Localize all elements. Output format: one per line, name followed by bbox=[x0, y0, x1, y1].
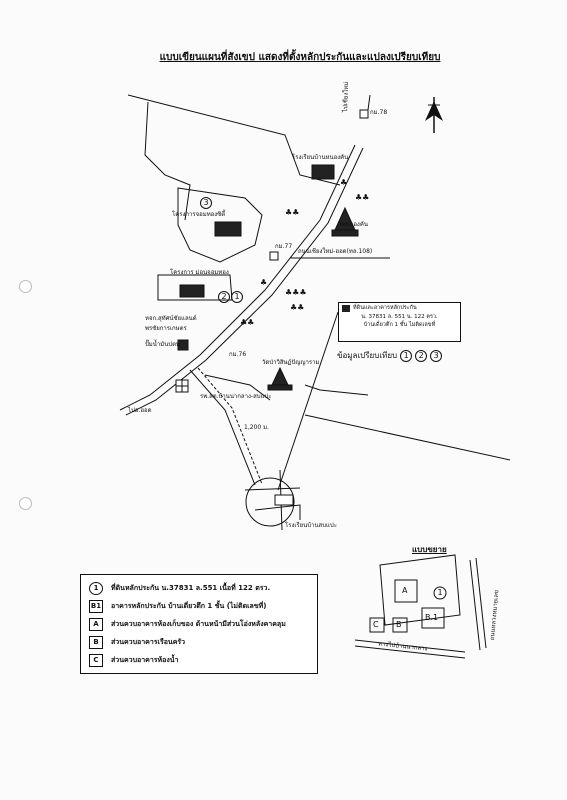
svg-text:♣♣: ♣♣ bbox=[285, 208, 299, 217]
map-legend: 1 ที่ดินหลักประกัน น.37831 ล.551 เนื้อที… bbox=[80, 574, 318, 674]
detail-box-B: B bbox=[396, 620, 402, 629]
legend-text: ส่วนควบอาคารเรือนครัว bbox=[111, 637, 186, 646]
legend-text: ที่ดินหลักประกัน น.37831 ล.551 เนื้อที่ … bbox=[111, 583, 271, 592]
legend-text: ส่วนควบอาคารห้องน้ำ bbox=[111, 655, 179, 664]
detail-road-right bbox=[469, 559, 481, 651]
svg-text:♣: ♣ bbox=[260, 278, 267, 287]
road-label-chiangmai: ไปเชียงใหม่ bbox=[342, 81, 351, 113]
comparison-marker-3: 3 bbox=[430, 350, 443, 362]
school-top-building bbox=[311, 164, 335, 180]
road-left-branch bbox=[144, 101, 191, 221]
school-bottom-building bbox=[274, 494, 294, 506]
detail-box-B1: B.1 bbox=[425, 613, 439, 622]
punch-hole-bottom bbox=[19, 497, 32, 510]
road-south-c bbox=[204, 374, 271, 401]
school-bottom-label: โรงเรียนบ้านสบแปะ bbox=[285, 522, 337, 529]
collateral-callout: ที่ดินและอาคารหลักประกัน น. 37831 ล. 551… bbox=[338, 302, 461, 342]
page-title: แบบเขียนแผนที่สังเขป แสดงที่ตั้งหลักประก… bbox=[159, 52, 441, 63]
km77-label: กม.77 bbox=[275, 243, 293, 250]
building-square-icon bbox=[342, 305, 350, 313]
detail-plot-outline bbox=[379, 554, 461, 626]
legend-symbol: A bbox=[89, 617, 103, 631]
marker-1: 1 bbox=[231, 291, 243, 303]
legend-row: 1 ที่ดินหลักประกัน น.37831 ล.551 เนื้อที… bbox=[89, 579, 309, 597]
detail-box-C: C bbox=[373, 620, 379, 629]
legend-row: C ส่วนควบอาคารห้องน้ำ bbox=[89, 651, 309, 669]
detail-title: แบบขยาย bbox=[412, 545, 447, 554]
legend-text: ส่วนควบอาคารห้องเก็บของ ด้านหน้ามีส่วนโอ… bbox=[111, 619, 286, 628]
road-east bbox=[304, 384, 369, 396]
road-label-hod: ไปอ.ฮอด bbox=[128, 407, 152, 414]
hospital-label: รพ.สต.บ้านนากลาง-สบแปะ bbox=[200, 393, 272, 400]
svg-text:♣: ♣ bbox=[340, 178, 347, 187]
project-mid-building bbox=[179, 284, 205, 298]
legend-row: A ส่วนควบอาคารห้องเก็บของ ด้านหน้ามีส่วน… bbox=[89, 615, 309, 633]
school-top-label: โรงเรียนบ้านหนองคัน bbox=[292, 154, 349, 161]
project-3-building bbox=[214, 221, 242, 237]
km76-label: กม.76 bbox=[229, 351, 247, 358]
marker-2: 2 bbox=[218, 291, 230, 303]
legend-symbol: B bbox=[89, 635, 103, 649]
legend-row: B1 อาคารหลักประกัน บ้านเดี่ยวตึก 1 ชั้น … bbox=[89, 597, 309, 615]
distance-label: 1,200 ม. bbox=[244, 424, 269, 431]
road-south-b bbox=[197, 367, 263, 485]
temple-top-label: วัดหนองคัน bbox=[338, 221, 368, 228]
legend-symbol: B1 bbox=[89, 599, 103, 613]
highway-line-a bbox=[119, 144, 356, 411]
gas-station-label: ปั๊มน้ำมันปตท. bbox=[145, 341, 182, 348]
shop2-label: พรชัยการเกษตร bbox=[145, 325, 187, 332]
svg-text:♣♣♣: ♣♣♣ bbox=[285, 288, 307, 297]
temple-bottom-building bbox=[271, 366, 289, 386]
callout-line1: น. 37831 ล. 551 น. 122 ตรว. bbox=[361, 314, 438, 321]
legend-row: B ส่วนควบอาคารเรือนครัว bbox=[89, 633, 309, 651]
comparison-text: ข้อมูลเปรียบเทียบ bbox=[337, 351, 398, 360]
detail-marker-1: 1 bbox=[437, 588, 443, 597]
punch-hole-top bbox=[19, 280, 32, 293]
project-3-plot bbox=[177, 187, 263, 263]
km78-top-label: กม.78 bbox=[370, 109, 388, 116]
road-south-a bbox=[189, 369, 256, 486]
comparison-label: ข้อมูลเปรียบเทียบ 1 2 3 bbox=[337, 350, 443, 362]
callout-pointer bbox=[277, 311, 339, 491]
legend-symbol: 1 bbox=[89, 581, 103, 595]
km-post-78-top bbox=[359, 109, 369, 119]
legend-symbol: C bbox=[89, 653, 103, 667]
road-top-left bbox=[127, 94, 341, 186]
project-3-label: โครงการจอมทองซิตี้ bbox=[172, 211, 226, 218]
callout-line2: บ้านเดี่ยวตึก 1 ชั้น ไม่ติดเลขที่ bbox=[363, 321, 436, 328]
shop1-label: หจก.สุทัศน์ชัยแลนด์ bbox=[145, 315, 197, 322]
svg-text:♣♣: ♣♣ bbox=[290, 303, 304, 312]
detail-box-A: A bbox=[402, 586, 408, 595]
comparison-marker-2: 2 bbox=[415, 350, 428, 362]
svg-text:♣♣: ♣♣ bbox=[240, 318, 254, 327]
callout-header: ที่ดินและอาคารหลักประกัน bbox=[342, 305, 457, 313]
north-arrow-icon bbox=[425, 97, 443, 133]
callout-header-text: ที่ดินและอาคารหลักประกัน bbox=[353, 305, 417, 311]
svg-text:♣♣: ♣♣ bbox=[355, 193, 369, 202]
gas-station-building bbox=[177, 339, 189, 351]
legend-text: อาคารหลักประกัน บ้านเดี่ยวตึก 1 ชั้น (ไม… bbox=[111, 601, 267, 610]
project-mid-label: โครงการ ม่อนจอมทอง bbox=[170, 269, 229, 276]
km-post-77 bbox=[269, 251, 279, 261]
callout-body: น. 37831 ล. 551 น. 122 ตรว. บ้านเดี่ยวตึ… bbox=[342, 314, 457, 329]
detail-drawing bbox=[354, 554, 487, 659]
trees: ♣♣ ♣♣ ♣ ♣♣♣ ♣♣ ♣♣ ♣ bbox=[240, 178, 369, 327]
highway-line-b bbox=[125, 147, 364, 416]
marker-3: 3 bbox=[200, 197, 212, 209]
comparison-marker-1: 1 bbox=[400, 350, 413, 362]
collateral-circle bbox=[245, 477, 295, 527]
road-east-far bbox=[304, 414, 511, 461]
temple-bottom-label: วัดป่าวิสิษฏ์ปัญญาราม bbox=[262, 359, 320, 366]
highway-label: ถนนเชียงใหม่-ฮอด(ทล.108) bbox=[298, 248, 373, 255]
detail-road-bottom bbox=[354, 639, 466, 653]
